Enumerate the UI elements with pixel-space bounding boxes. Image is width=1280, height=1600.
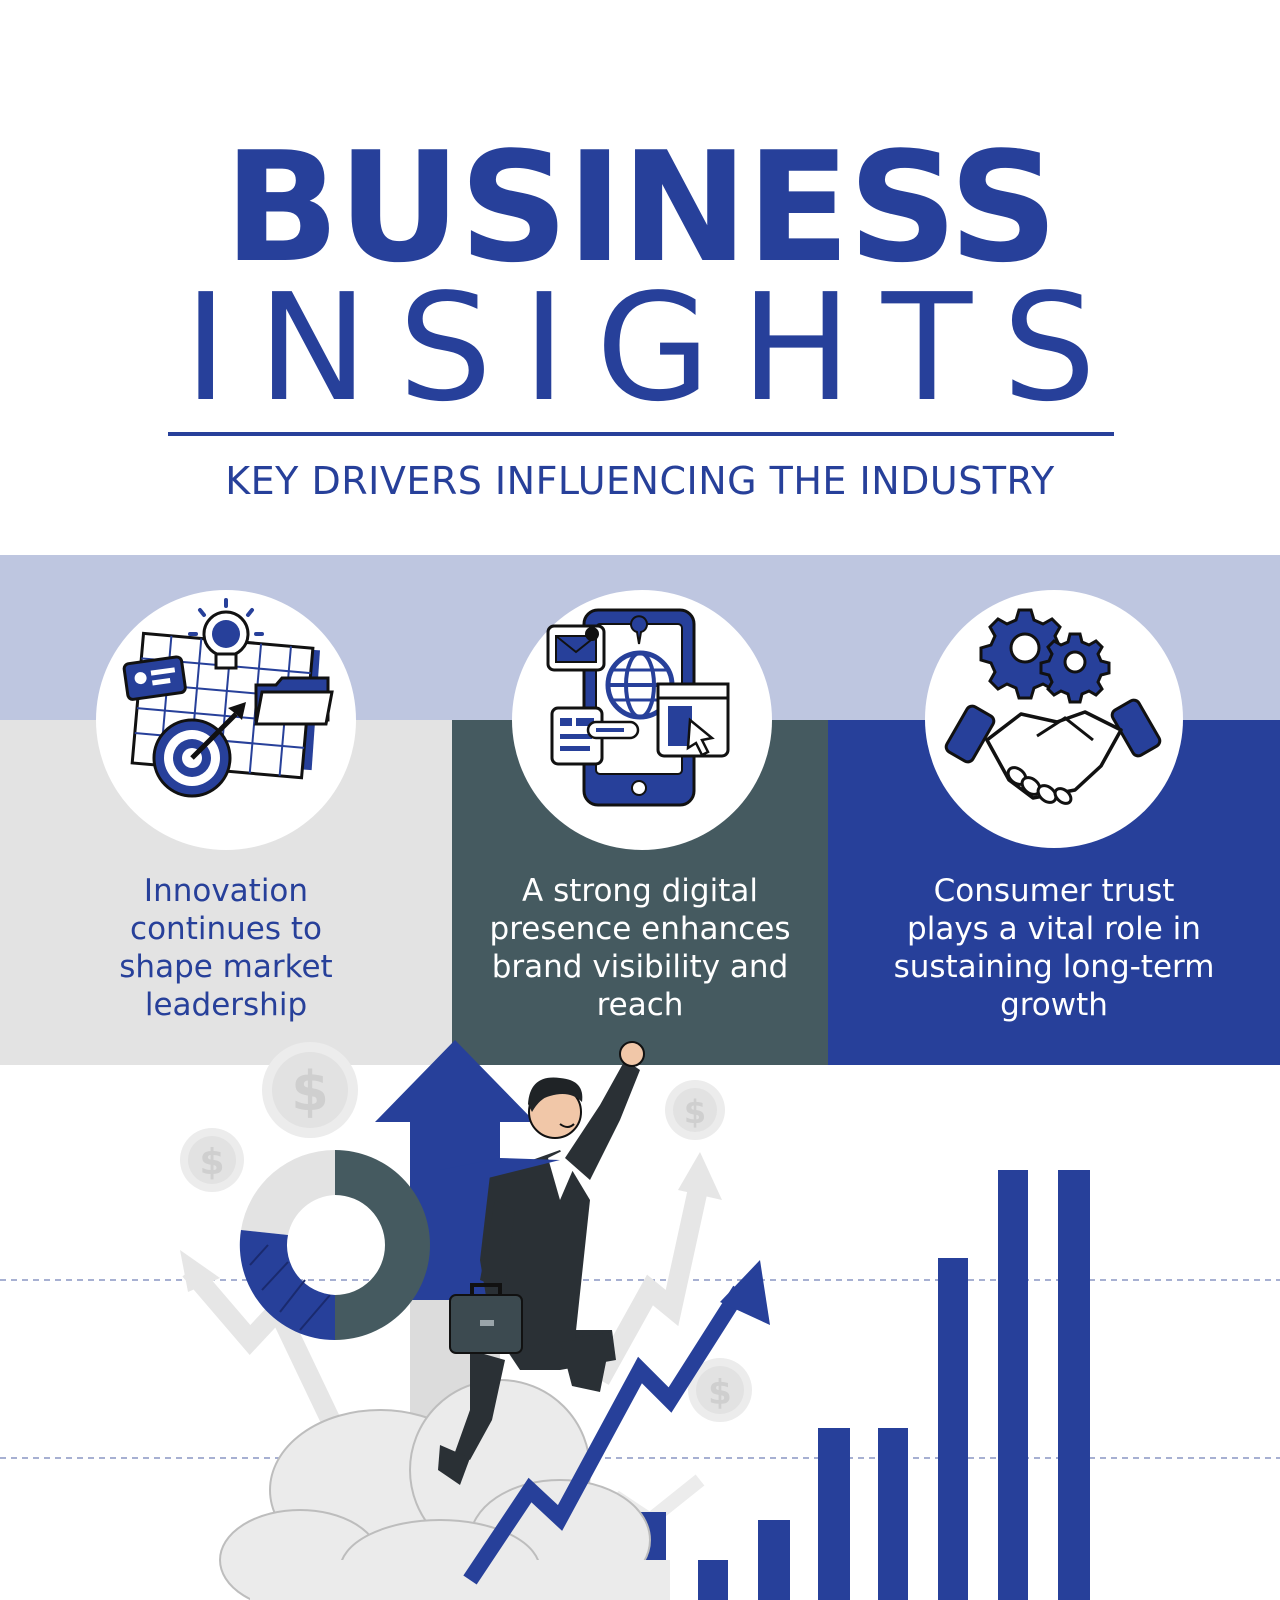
coin-icon: $	[665, 1080, 725, 1140]
svg-text:$: $	[684, 1093, 706, 1131]
page-title: BUSINESS	[223, 119, 1058, 296]
handshake-gears-icon	[925, 590, 1183, 848]
driver-caption-digital: A strong digital presence enhances brand…	[489, 873, 791, 1023]
coin-icon: $	[688, 1358, 752, 1422]
svg-text:$: $	[199, 1142, 224, 1183]
page-subtitle: KEY DRIVERS INFLUENCING THE INDUSTRY	[225, 459, 1055, 503]
strategy-target-icon	[96, 590, 356, 850]
coin-icon: $	[262, 1042, 358, 1138]
businessman-figure	[438, 1041, 645, 1485]
page-title-secondary: INSIGHTS	[183, 262, 1127, 434]
coin-icon: $	[180, 1128, 244, 1192]
svg-text:$: $	[708, 1373, 732, 1413]
businessman-growth-illustration: $ $ $ $	[0, 1040, 1280, 1600]
svg-text:$: $	[291, 1060, 329, 1123]
driver-caption-innovation: Innovation continues to shape market lea…	[119, 873, 333, 1023]
driver-caption-trust: Consumer trust plays a vital role in sus…	[893, 873, 1215, 1023]
title-divider	[168, 432, 1114, 436]
digital-presence-icon	[512, 590, 772, 850]
